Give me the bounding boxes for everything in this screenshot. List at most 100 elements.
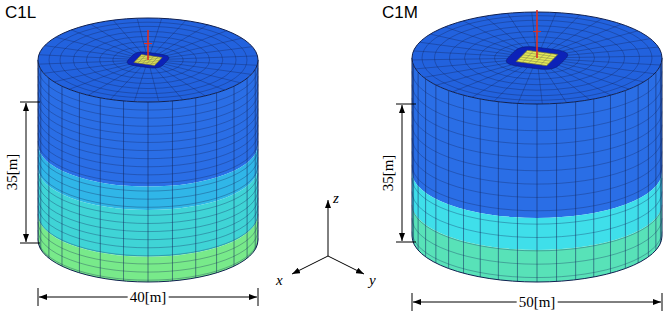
dimension-label: 50[m] [517,294,558,311]
mesh-line [169,47,252,58]
mesh-line [167,61,257,65]
mesh-line [655,72,656,250]
mesh-line [164,64,240,83]
axis-label: z [333,190,339,207]
dimension-line [26,103,27,242]
dimension-tick [20,102,40,103]
mesh-line [660,65,661,243]
cylinder-mesh [412,10,662,282]
mesh-line [445,27,515,51]
mesh-line [541,13,556,48]
mesh-line [565,60,661,65]
mesh-line [61,86,62,266]
mesh-line [537,104,538,282]
axis-label: x [276,272,283,289]
dimension-line [402,105,403,241]
mesh-line [625,91,626,269]
mesh-line [498,102,499,280]
mesh-line [135,61,156,64]
mesh-line [155,68,183,100]
mesh-line [247,78,248,258]
structure-mast [533,31,541,32]
structure-mast [536,10,538,58]
dimension-tick [20,243,40,244]
mesh-line [518,59,549,63]
mesh-line [567,39,651,53]
cylinder-mesh [38,18,258,282]
mesh-line [418,72,419,250]
mesh-line [162,66,224,90]
mesh-line [123,101,124,281]
mesh-line [648,79,649,257]
mesh-line [557,24,622,50]
axis-arrow [328,256,364,274]
dimension-label: 40[m] [128,289,169,306]
mesh-line [435,85,436,263]
mesh-line [575,102,576,280]
mesh-line [507,13,529,46]
mesh-line [448,91,449,269]
mesh-line [40,69,41,249]
mesh-line [158,25,207,54]
mesh-line [413,65,414,243]
mesh-line [413,51,509,56]
mesh-line [556,103,557,281]
mesh-line [472,67,522,97]
axis-arrow [328,200,329,256]
dimension-label: 35[m] [380,153,397,194]
mesh-line [484,16,523,47]
mesh-line [234,86,235,266]
top-face [38,18,258,102]
mesh-line [452,66,517,92]
mesh-line [79,93,80,273]
dimension-tick [662,293,663,311]
mesh-line [113,20,141,52]
mesh-line [154,21,185,54]
mesh-line [45,46,131,58]
mesh-line [463,95,464,273]
mesh-line [425,79,426,257]
mesh-line [48,78,49,258]
mesh-line [39,61,128,64]
axis-arrow [292,256,328,274]
mesh-line [56,37,132,56]
mesh-line [551,69,590,100]
mesh-line [44,63,127,74]
dimension-tick [412,293,413,311]
dimension-tick [396,104,416,105]
mesh-line [538,69,542,104]
mesh-line [100,98,101,278]
mesh-line [480,99,481,277]
mesh-line [544,69,566,102]
mesh-line [567,56,662,57]
mesh-line [546,15,579,49]
axis-label: y [369,272,376,289]
mesh-line [556,67,611,95]
mesh-line [148,102,149,282]
mesh-line [563,61,655,73]
structure-mast [144,43,152,44]
mesh-line [610,95,611,273]
mesh-line [216,93,217,273]
mesh-line [195,98,196,278]
mesh-line [593,99,594,277]
mesh-line [532,12,536,47]
mesh-line [88,66,137,95]
figure-label: C1M [382,4,418,23]
mesh-line [552,19,602,49]
mesh-line [559,65,629,89]
mesh-line [137,18,146,52]
mesh-line [150,68,159,102]
mesh-line [71,30,133,54]
mesh-line [159,67,205,96]
mesh-line [60,26,236,93]
mesh-line [168,56,257,59]
mesh-line [436,65,511,85]
mesh-line [518,68,533,103]
dimension-tick [258,288,259,306]
mesh-line [494,68,527,102]
mesh-line [49,22,247,98]
figure-label: C1L [5,4,36,23]
mesh-line [412,58,507,59]
